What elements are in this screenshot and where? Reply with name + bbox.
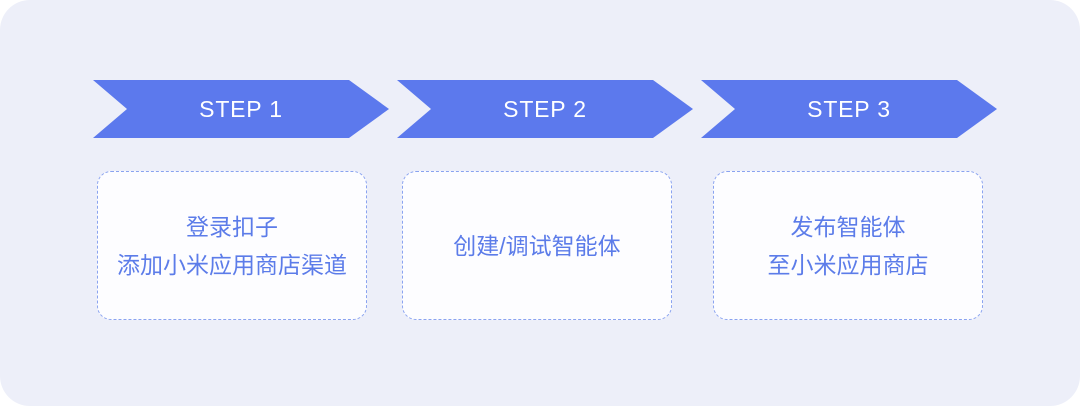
step-3-card-line-1: 发布智能体 [790, 213, 906, 240]
step-1-label: STEP 1 [199, 95, 283, 122]
step-1-card-line-2: 添加小米应用商店渠道 [117, 251, 347, 278]
step-1-card: 登录扣子 添加小米应用商店渠道 [97, 171, 367, 320]
step-2-arrow-banner: STEP 2 [397, 80, 693, 138]
step-2-card: 创建/调试智能体 [402, 171, 672, 320]
step-3-label: STEP 3 [807, 95, 891, 122]
step-3-arrow-banner: STEP 3 [701, 80, 997, 138]
step-3-card: 发布智能体 至小米应用商店 [713, 171, 983, 320]
step-2-card-line-1: 创建/调试智能体 [453, 232, 621, 259]
step-3-card-line-2: 至小米应用商店 [767, 251, 929, 278]
step-2-label: STEP 2 [503, 95, 587, 122]
step-1-card-line-1: 登录扣子 [186, 213, 278, 240]
step-1-arrow-banner: STEP 1 [93, 80, 389, 138]
